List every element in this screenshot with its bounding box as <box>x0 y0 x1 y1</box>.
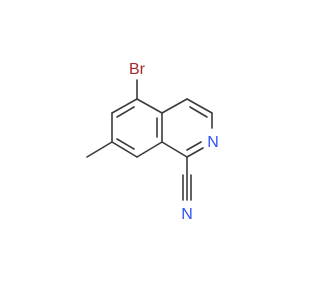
bond-c1-c8a <box>161 141 188 158</box>
atom-label-n-ring: N <box>207 134 219 151</box>
atom-label-n-nitrile: N <box>181 206 193 223</box>
bond-n2-c1 <box>186 147 204 158</box>
bond-c4a-c5 <box>136 98 163 114</box>
bond-c7-methyl <box>86 141 113 158</box>
double-bond-c4-c3 <box>189 106 208 118</box>
structure-diagram: Br N N <box>86 61 219 223</box>
double-bond-n2-c1 <box>186 141 202 151</box>
bond-group <box>86 79 213 201</box>
atom-label-br: Br <box>129 61 146 78</box>
molecule-canvas: Br N N <box>86 61 219 223</box>
bond-c4-c3 <box>186 98 213 114</box>
double-bond-c7-c8 <box>116 138 135 150</box>
bond-c7-c8 <box>111 141 138 158</box>
bond-c5-c6 <box>111 98 138 114</box>
bond-c4a-c4 <box>161 98 188 114</box>
double-bond-c5-c6 <box>116 106 135 118</box>
bond-c8-c8a <box>136 141 163 158</box>
